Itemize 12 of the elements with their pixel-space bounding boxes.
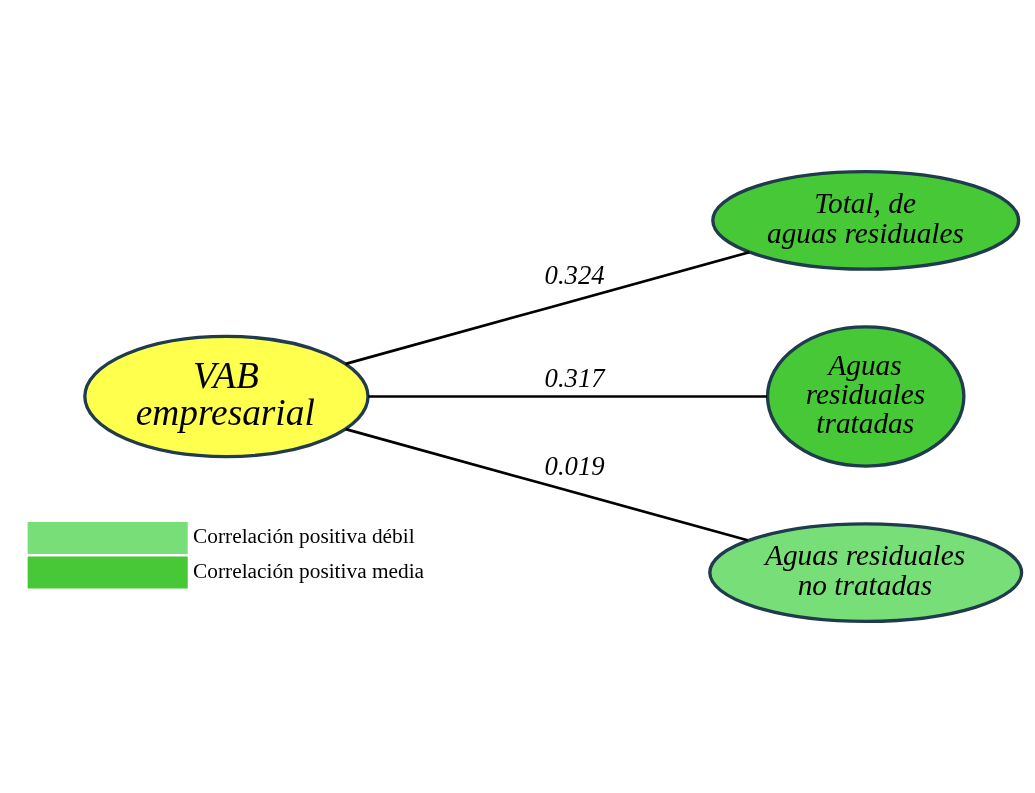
edge-label: 0.324 — [544, 260, 605, 291]
legend-label: Correlación positiva media — [193, 558, 425, 583]
connector — [345, 427, 749, 542]
connector — [345, 250, 750, 366]
node-ellipse: Aguas residuales no tratadas — [708, 522, 1024, 624]
node-ellipse: Total, de aguas residuales — [711, 169, 1021, 271]
edge-label: 0.019 — [544, 451, 605, 482]
node-ellipse: Aguas residuales tratadas — [765, 325, 966, 468]
edge-label: 0.317 — [544, 363, 605, 394]
legend-label: Correlación positiva débil — [193, 523, 415, 548]
connector — [368, 395, 768, 398]
node-ellipse: VAB empresarial — [83, 334, 370, 459]
